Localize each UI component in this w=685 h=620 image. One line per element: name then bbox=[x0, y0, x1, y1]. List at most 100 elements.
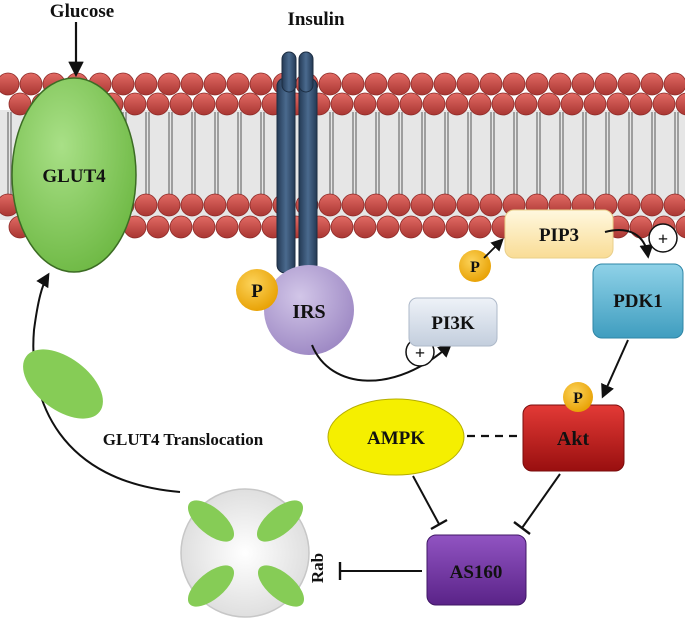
lipid-head bbox=[387, 193, 411, 217]
lipid-head bbox=[663, 72, 685, 96]
lipid-head bbox=[238, 92, 262, 116]
lipid-head bbox=[180, 72, 204, 96]
lipid-head bbox=[146, 92, 170, 116]
lipid-head bbox=[652, 92, 676, 116]
lipid-head bbox=[169, 215, 193, 239]
lipid-head bbox=[318, 193, 342, 217]
lipid-head bbox=[663, 193, 685, 217]
translocating-glut4-icon bbox=[23, 349, 103, 419]
lipid-head bbox=[606, 92, 630, 116]
lipid-head bbox=[617, 72, 641, 96]
lipid-head bbox=[203, 72, 227, 96]
lipid-head bbox=[157, 193, 181, 217]
ampk-node bbox=[327, 398, 465, 476]
irs-phospho-badge bbox=[236, 269, 278, 311]
akt-phospho-badge bbox=[563, 382, 593, 412]
akt-label: Akt bbox=[557, 428, 590, 450]
lipid-head bbox=[491, 92, 515, 116]
lipid-head bbox=[502, 72, 526, 96]
lipid-head bbox=[617, 193, 641, 217]
pi3k-label: PI3K bbox=[431, 313, 475, 334]
akt-phospho-label: P bbox=[573, 390, 583, 407]
lipid-head bbox=[468, 92, 492, 116]
lipid-head bbox=[169, 92, 193, 116]
pdk1-label: PDK1 bbox=[613, 291, 663, 312]
lipid-head bbox=[479, 72, 503, 96]
lipid-head bbox=[238, 215, 262, 239]
lipid-head bbox=[675, 215, 685, 239]
lipid-head bbox=[410, 193, 434, 217]
lipid-head bbox=[353, 92, 377, 116]
lipid-head bbox=[203, 193, 227, 217]
lipid-head bbox=[422, 215, 446, 239]
storage-vesicle-icon bbox=[180, 488, 310, 618]
lipid-head bbox=[640, 193, 664, 217]
insulin-label: Insulin bbox=[287, 9, 344, 30]
irs-label: IRS bbox=[292, 301, 325, 323]
lipid-head bbox=[330, 215, 354, 239]
pi3k-plus-label: + bbox=[415, 343, 425, 363]
lipid-head bbox=[146, 215, 170, 239]
lipid-head bbox=[445, 215, 469, 239]
lipid-head bbox=[514, 92, 538, 116]
insulin-receptor-icon bbox=[276, 51, 318, 274]
lipid-head bbox=[399, 92, 423, 116]
lipid-head bbox=[215, 215, 239, 239]
lipid-head bbox=[387, 72, 411, 96]
lipid-head bbox=[571, 72, 595, 96]
lipid-head bbox=[640, 72, 664, 96]
lipid-head bbox=[364, 193, 388, 217]
pdk1-plus-badge bbox=[648, 223, 678, 253]
lipid-head bbox=[422, 92, 446, 116]
lipid-head bbox=[192, 215, 216, 239]
lipid-head bbox=[376, 92, 400, 116]
lipid-head bbox=[548, 72, 572, 96]
lipid-head bbox=[123, 92, 147, 116]
pi3k-phospho-label: P bbox=[470, 259, 480, 276]
lipid-head bbox=[433, 193, 457, 217]
lipid-head bbox=[249, 72, 273, 96]
akt-inhibits-as160 bbox=[513, 473, 561, 535]
pi3k-phospho-badge bbox=[459, 250, 491, 282]
lipid-head bbox=[629, 92, 653, 116]
as160-inhibits-rab bbox=[338, 562, 422, 580]
lipid-head bbox=[0, 72, 20, 96]
rab-label: Rab bbox=[308, 553, 327, 583]
lipid-head bbox=[468, 215, 492, 239]
lipid-head bbox=[594, 72, 618, 96]
pi3k-to-pip3-arrow bbox=[483, 238, 504, 259]
lipid-head bbox=[134, 72, 158, 96]
lipid-head bbox=[560, 92, 584, 116]
lipid-head bbox=[410, 72, 434, 96]
lipid-head bbox=[479, 193, 503, 217]
lipid-head bbox=[583, 92, 607, 116]
lipid-head bbox=[525, 72, 549, 96]
lipid-head bbox=[249, 193, 273, 217]
lipid-head bbox=[675, 92, 685, 116]
glut4-label: GLUT4 bbox=[42, 166, 106, 187]
lipid-head bbox=[399, 215, 423, 239]
lipid-head bbox=[318, 72, 342, 96]
lipid-head bbox=[215, 92, 239, 116]
pip3-to-pdk1-arrow bbox=[604, 229, 654, 259]
pdk1-node bbox=[592, 263, 684, 339]
pi3k-node bbox=[408, 297, 498, 347]
lipid-head bbox=[192, 92, 216, 116]
as160-node bbox=[426, 534, 527, 606]
lipid-head bbox=[456, 193, 480, 217]
glut4-transporter-icon bbox=[11, 77, 137, 273]
lipid-head bbox=[19, 72, 43, 96]
lipid-head bbox=[433, 72, 457, 96]
lipid-head bbox=[134, 193, 158, 217]
lipid-head bbox=[341, 193, 365, 217]
pip3-node bbox=[504, 209, 614, 259]
lipid-head bbox=[364, 72, 388, 96]
pip3-label: PIP3 bbox=[539, 225, 579, 246]
lipid-head bbox=[111, 72, 135, 96]
lipid-head bbox=[330, 92, 354, 116]
lipid-head bbox=[341, 72, 365, 96]
lipid-head bbox=[180, 193, 204, 217]
pdk1-to-akt-arrow bbox=[601, 339, 629, 399]
irs-phospho-label: P bbox=[251, 281, 263, 302]
